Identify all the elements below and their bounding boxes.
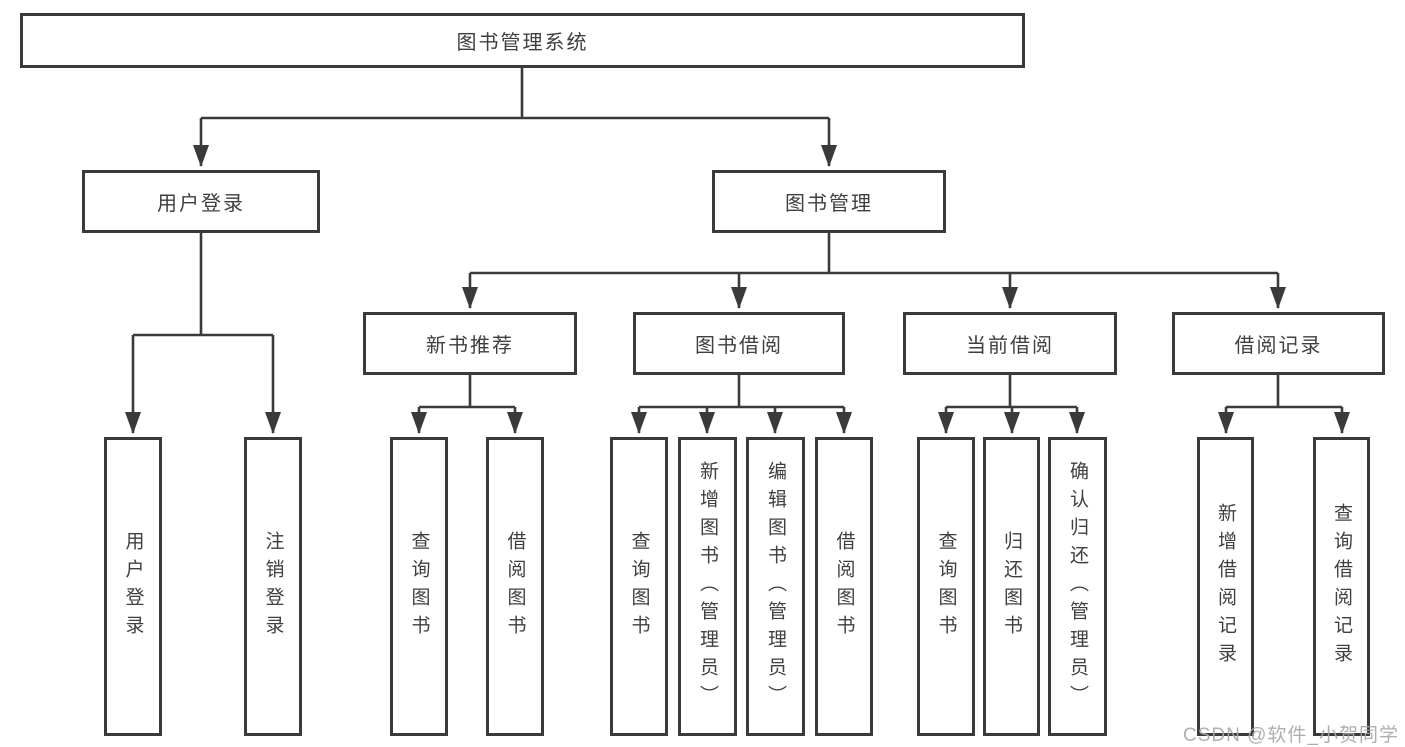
leaf-user-login-label: 用户登录 xyxy=(122,530,144,643)
leaf-search-books-borrowing-label: 查询图书 xyxy=(628,530,650,643)
node-root: 图书管理系统 xyxy=(20,13,1025,68)
leaf-search-borrowing-record: 查询借阅记录 xyxy=(1313,437,1370,736)
leaf-edit-books-admin: 编辑图书（管理员） xyxy=(746,437,805,736)
leaf-add-books-admin-label: 新增图书（管理员） xyxy=(697,460,718,713)
leaf-search-books-borrowing: 查询图书 xyxy=(610,437,668,736)
leaf-edit-books-admin-label: 编辑图书（管理员） xyxy=(765,460,786,713)
connector-book-management-children xyxy=(462,233,1286,309)
node-book-management-label: 图书管理 xyxy=(785,193,873,215)
leaf-add-borrowing-record: 新增借阅记录 xyxy=(1197,437,1254,736)
leaf-confirm-return-admin-label: 确认归还（管理员） xyxy=(1067,460,1088,713)
leaf-borrow-books-recommend-label: 借阅图书 xyxy=(504,530,526,643)
node-book-borrowing-label: 图书借阅 xyxy=(695,335,783,357)
node-root-label: 图书管理系统 xyxy=(456,32,589,54)
node-borrowing-records-label: 借阅记录 xyxy=(1234,335,1323,357)
leaf-add-borrowing-record-label: 新增借阅记录 xyxy=(1215,502,1236,671)
leaf-confirm-return-admin: 确认归还（管理员） xyxy=(1048,437,1107,736)
leaf-user-login: 用户登录 xyxy=(104,437,162,736)
node-borrowing-records: 借阅记录 xyxy=(1172,312,1385,375)
leaf-add-books-admin: 新增图书（管理员） xyxy=(678,437,737,736)
node-user-login-label: 用户登录 xyxy=(157,193,245,215)
leaf-return-books: 归还图书 xyxy=(983,437,1040,736)
leaf-search-books-recommend-label: 查询图书 xyxy=(408,530,430,643)
connector-current-borrowing-children xyxy=(938,375,1085,434)
node-book-borrowing: 图书借阅 xyxy=(633,312,845,375)
connector-root-to-level2 xyxy=(193,68,837,167)
leaf-search-borrowing-record-label: 查询借阅记录 xyxy=(1331,502,1352,671)
connector-borrowing-records-children xyxy=(1218,375,1350,434)
leaf-search-books-current: 查询图书 xyxy=(917,437,975,736)
leaf-borrow-books: 借阅图书 xyxy=(815,437,873,736)
leaf-return-books-label: 归还图书 xyxy=(1001,530,1022,643)
leaf-borrow-books-label: 借阅图书 xyxy=(833,530,855,643)
leaf-search-books-recommend: 查询图书 xyxy=(390,437,448,736)
leaf-logout-label: 注销登录 xyxy=(262,530,284,643)
connector-user-login-children xyxy=(125,233,281,434)
node-current-borrowing: 当前借阅 xyxy=(903,312,1117,375)
node-current-borrowing-label: 当前借阅 xyxy=(966,335,1054,357)
csdn-watermark: CSDN @软件_小贺同学 xyxy=(1183,725,1399,746)
connector-new-book-recommend-children xyxy=(411,375,523,434)
node-user-login: 用户登录 xyxy=(82,170,320,233)
leaf-logout: 注销登录 xyxy=(244,437,302,736)
leaf-search-books-current-label: 查询图书 xyxy=(935,530,957,643)
leaf-borrow-books-recommend: 借阅图书 xyxy=(486,437,544,736)
connector-book-borrowing-children xyxy=(631,375,852,434)
node-new-book-recommend-label: 新书推荐 xyxy=(426,335,514,357)
node-book-management: 图书管理 xyxy=(712,170,946,233)
node-new-book-recommend: 新书推荐 xyxy=(363,312,577,375)
